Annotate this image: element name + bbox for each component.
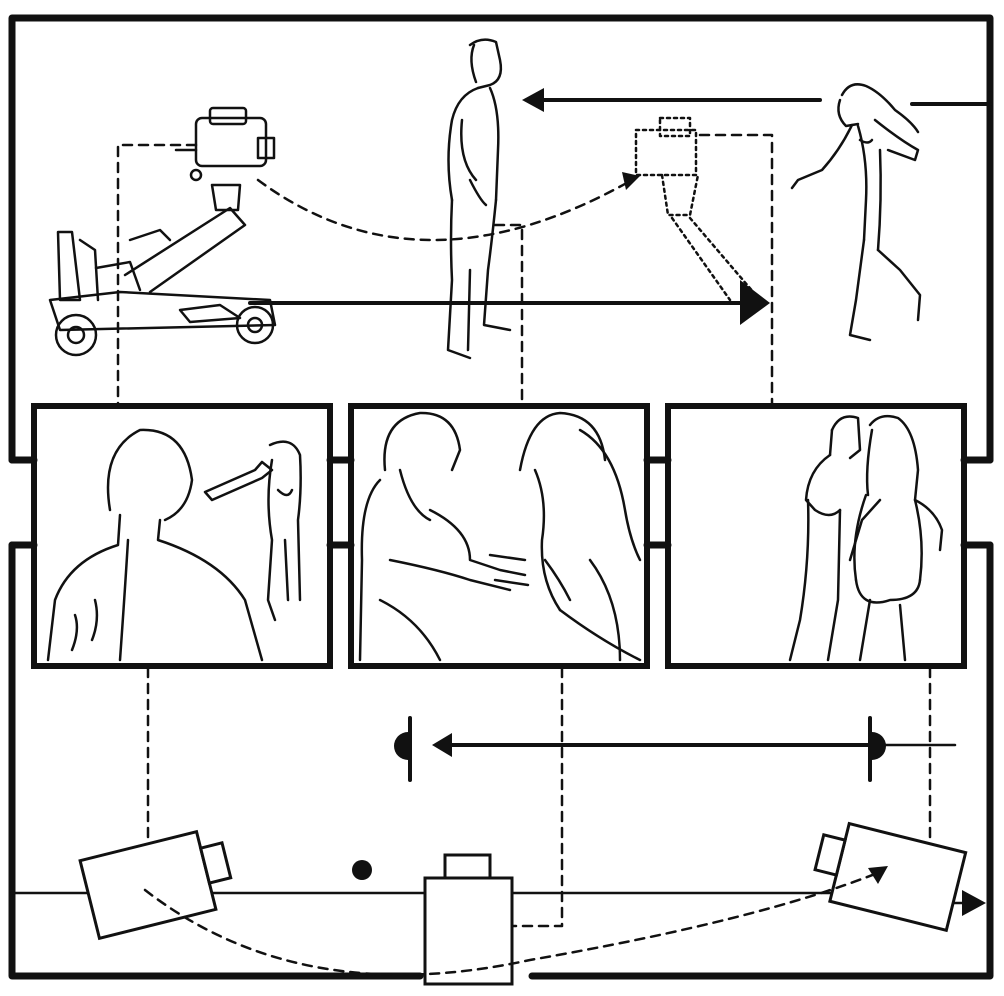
woman-walk-arrowhead (522, 88, 544, 112)
man-back-view-and-woman-with-camera-illustration (46, 428, 302, 662)
panel-side-connectors (8, 456, 994, 549)
center-camera-icon (423, 853, 514, 986)
ghost-camera-icon (634, 116, 762, 302)
bottom-camera-move-arc-head (868, 866, 888, 884)
outer-frame (8, 14, 994, 980)
camera-move-arc-head (622, 172, 640, 190)
frame-3 (665, 403, 967, 669)
camera-to-frame1-dashed-link (116, 143, 198, 407)
right-camera-icon (813, 821, 968, 933)
dolly-track-arrowhead (740, 280, 770, 325)
camera-crane-dolly-icon (48, 106, 277, 357)
walking-woman-figure (790, 83, 922, 342)
man-and-woman-close-up-illustration (358, 411, 642, 662)
left-camera-icon (78, 829, 233, 941)
exit-arrowhead (962, 890, 986, 916)
standing-man-figure (446, 38, 512, 360)
frame-1 (31, 403, 333, 669)
ghost-camera-to-frame3-dashed-link (698, 133, 774, 407)
man-and-woman-standing-illustration (788, 414, 944, 662)
bottom-camera-move-arc (143, 870, 882, 976)
position-marker-dot (352, 860, 372, 880)
camera-move-arc (256, 178, 634, 242)
frame-2 (348, 403, 650, 669)
man-to-frame2-dashed-link (493, 223, 524, 407)
screen-direction-arrow (394, 716, 957, 782)
panel-to-camera-dashed-links (146, 666, 932, 928)
